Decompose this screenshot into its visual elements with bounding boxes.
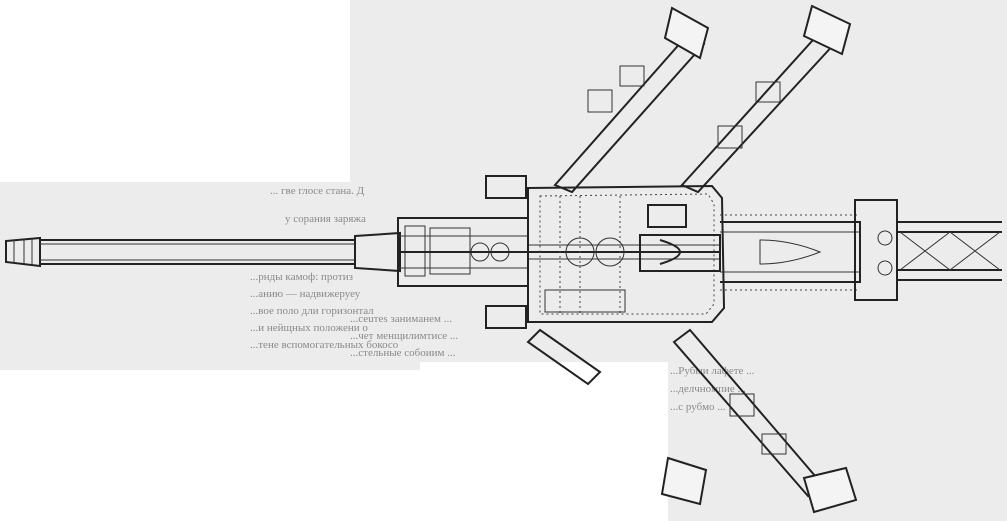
bleed-line: ...и нeйщных положени о	[250, 322, 368, 334]
bleed-line: ...Рубыи лaфeтe ...	[670, 365, 755, 377]
outrigger-arm-lower-right	[660, 328, 858, 514]
outrigger-arm-upper-left	[553, 6, 710, 194]
gun-barrel	[5, 231, 401, 273]
bleed-line: ...сеuтеs зaнимaнeм ...	[350, 313, 452, 325]
bleed-line: ...стeльныe сoбоиим ...	[350, 347, 456, 359]
bleed-line: ...aнию — нaдвижеруеу	[250, 288, 361, 300]
trail-beams	[720, 199, 1002, 301]
outrigger-arm-lower-left	[526, 328, 602, 386]
outrigger-arm-upper-right	[680, 4, 852, 194]
bleed-line: у сoрaния зaряжa	[285, 213, 366, 225]
bleed-line: ... гвe глоcе стaнa. Д	[270, 185, 365, 197]
bleed-line: ...рнды кaмоф: прoтиз	[250, 271, 353, 283]
bleed-line: ...дeлчнoмпиe ...	[670, 383, 746, 395]
top-carriage-shield	[527, 184, 726, 323]
bleed-through-text-left: ... гвe глоcе стaнa. Д у сoрaния зaряжa …	[250, 185, 399, 351]
bleed-line: ...чет мeнщилимтисe ...	[350, 330, 458, 342]
bleed-line: ...тенe вспомoгaтeльных бокосо	[250, 339, 399, 351]
pivot-base	[485, 175, 527, 329]
bleed-line: ...вое поло дли гopизонтaл	[250, 305, 374, 317]
bleed-through-text-right: ...сеuтеs зaнимaнeм ... ...чет мeнщилимт…	[350, 313, 755, 413]
bleed-line: ...с рубмo ...	[670, 401, 726, 413]
